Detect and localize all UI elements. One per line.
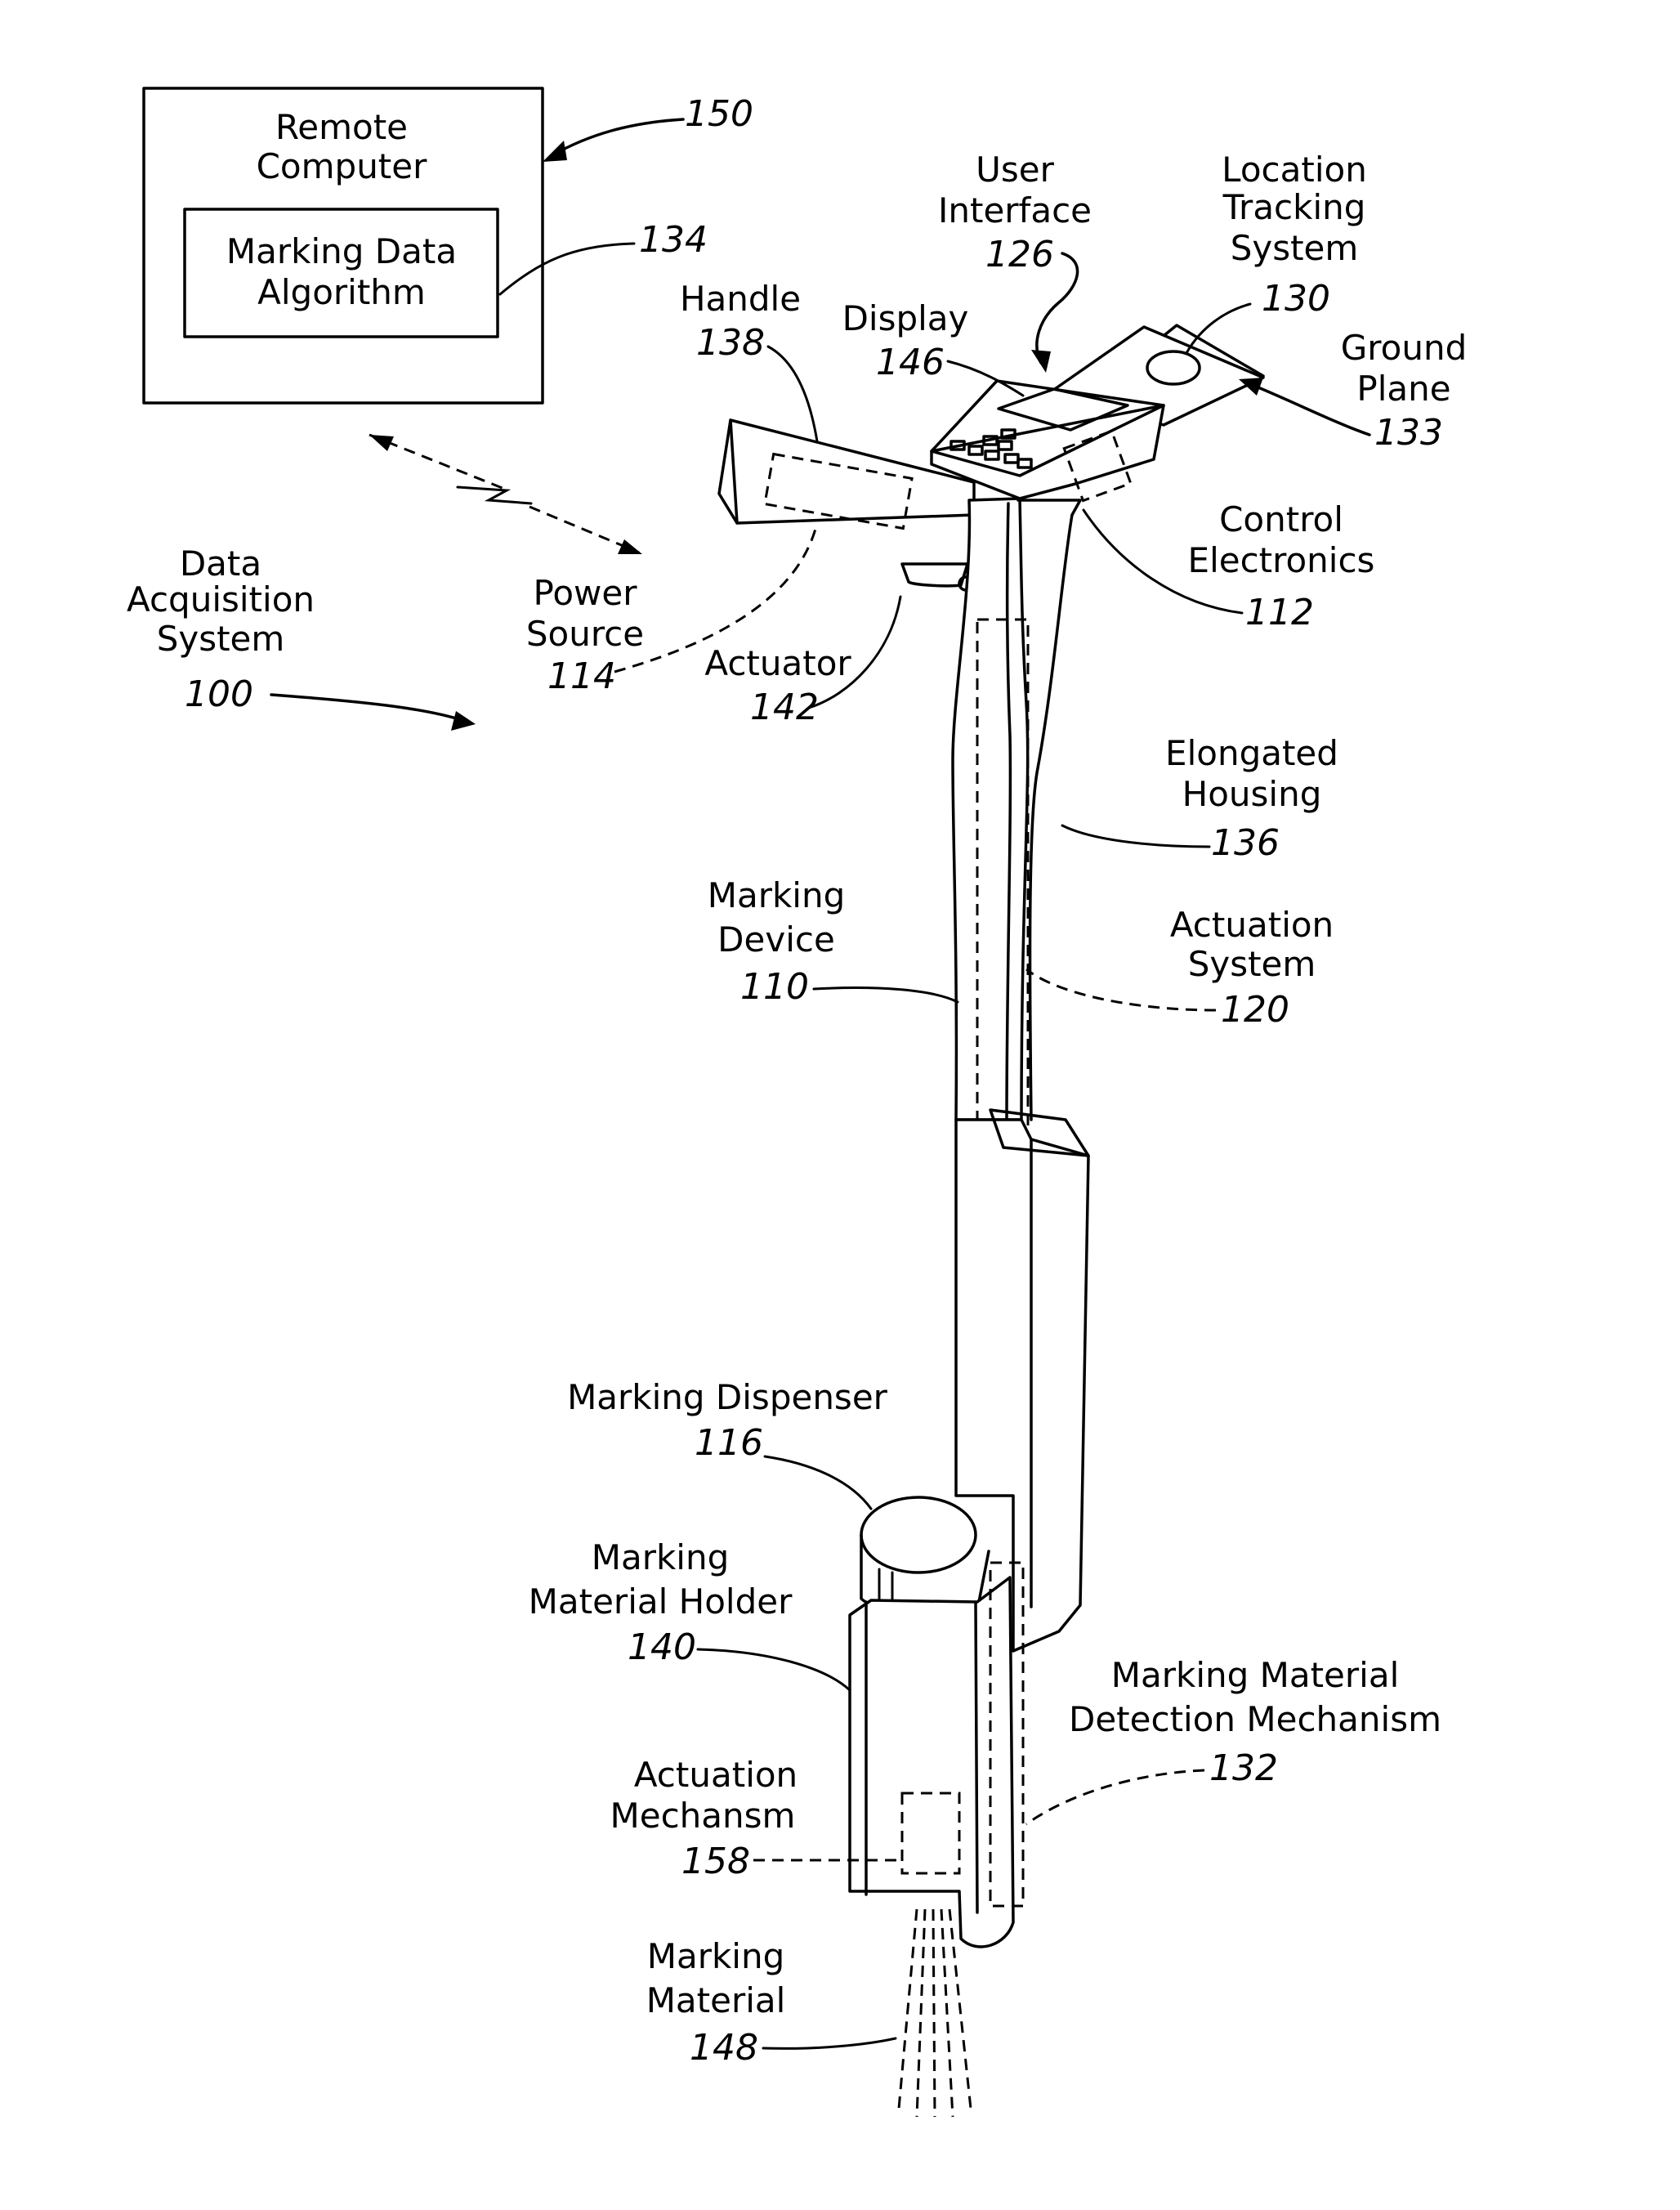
power-source-label-1: Power xyxy=(534,573,638,613)
leader-148 xyxy=(763,2038,896,2048)
elongated-housing-label-1: Elongated xyxy=(1165,733,1338,773)
actuation-system-label-1: Actuation xyxy=(1170,905,1334,945)
elongated-housing xyxy=(953,499,1028,1120)
ref-114: 114 xyxy=(547,655,616,697)
actuation-mechanism-label-2: Mechansm xyxy=(610,1796,796,1836)
marking-device-label-1: Marking xyxy=(708,875,846,915)
actuator xyxy=(902,564,967,586)
holder-label-2: Material Holder xyxy=(529,1581,793,1622)
elongated-housing-label-2: Housing xyxy=(1182,774,1322,814)
ground-plane-label-2: Plane xyxy=(1356,369,1450,409)
marking-device xyxy=(719,325,1263,2117)
marking-material-label-1: Marking xyxy=(647,1936,785,1976)
leader-140 xyxy=(698,1649,850,1690)
location-tracking-label-1: Location xyxy=(1222,150,1367,190)
detection-label-2: Detection Mechanism xyxy=(1069,1699,1441,1739)
handle-label: Handle xyxy=(680,279,801,319)
leader-150 xyxy=(552,119,683,155)
marking-material-holder xyxy=(850,1577,1013,1947)
user-interface-label-2: Interface xyxy=(938,190,1092,230)
ref-133: 133 xyxy=(1374,412,1443,454)
leader-110 xyxy=(814,988,958,1002)
handle xyxy=(719,420,974,523)
data-acq-label-1: Data xyxy=(180,544,261,584)
ref-138: 138 xyxy=(696,322,765,364)
marking-device-label-2: Device xyxy=(717,919,835,960)
location-tracking-label-2: Tracking xyxy=(1222,187,1366,227)
leader-132 xyxy=(1026,1770,1204,1824)
wireless-link xyxy=(369,435,642,554)
ref-100: 100 xyxy=(185,673,253,715)
marking-dispenser xyxy=(861,1497,976,1572)
ref-110: 110 xyxy=(740,966,809,1008)
ground-plane-label-1: Ground xyxy=(1341,328,1468,368)
leader-133 xyxy=(1250,384,1369,435)
control-electronics-label-1: Control xyxy=(1219,499,1343,539)
marking-material-spray xyxy=(899,1909,971,2117)
leader-116 xyxy=(765,1456,871,1509)
holder-label-1: Marking xyxy=(592,1537,730,1577)
ref-140: 140 xyxy=(628,1626,696,1668)
algorithm-label-1: Marking Data xyxy=(226,231,457,271)
ref-158: 158 xyxy=(681,1841,750,1882)
leader-136 xyxy=(1062,825,1209,847)
control-electronics-label-2: Electronics xyxy=(1188,540,1375,580)
algorithm-label-2: Algorithm xyxy=(257,272,426,312)
detection-label-1: Marking Material xyxy=(1111,1655,1400,1695)
display-label: Display xyxy=(842,298,969,338)
actuation-mechanism-label-1: Actuation xyxy=(634,1755,798,1795)
ref-120: 120 xyxy=(1221,989,1289,1031)
marking-material-label-2: Material xyxy=(646,1980,786,2020)
ref-148: 148 xyxy=(690,2027,758,2069)
ref-130: 130 xyxy=(1262,278,1330,320)
ref-136: 136 xyxy=(1211,822,1280,864)
ref-150: 150 xyxy=(685,93,753,135)
actuator-label: Actuator xyxy=(704,643,851,683)
ref-132: 132 xyxy=(1209,1747,1278,1789)
ref-112: 112 xyxy=(1245,592,1314,633)
location-tracking-label-3: System xyxy=(1231,228,1359,268)
actuation-system-label-2: System xyxy=(1188,944,1316,984)
remote-computer-title-1: Remote xyxy=(275,107,408,147)
data-acq-label-2: Acquisition xyxy=(127,579,315,620)
ref-134: 134 xyxy=(639,219,708,261)
ref-116: 116 xyxy=(695,1422,763,1464)
leader-134 xyxy=(500,244,634,294)
user-interface-label-1: User xyxy=(976,150,1054,190)
ref-146: 146 xyxy=(876,342,945,383)
remote-computer-box: Remote Computer Marking Data Algorithm xyxy=(144,88,543,403)
power-source-label-2: Source xyxy=(526,614,644,654)
remote-computer-title-2: Computer xyxy=(257,146,428,186)
leader-100 xyxy=(271,695,464,721)
ref-126: 126 xyxy=(985,234,1054,275)
leader-138 xyxy=(768,347,817,441)
marking-dispenser-label: Marking Dispenser xyxy=(567,1377,888,1417)
data-acq-label-3: System xyxy=(157,619,285,659)
